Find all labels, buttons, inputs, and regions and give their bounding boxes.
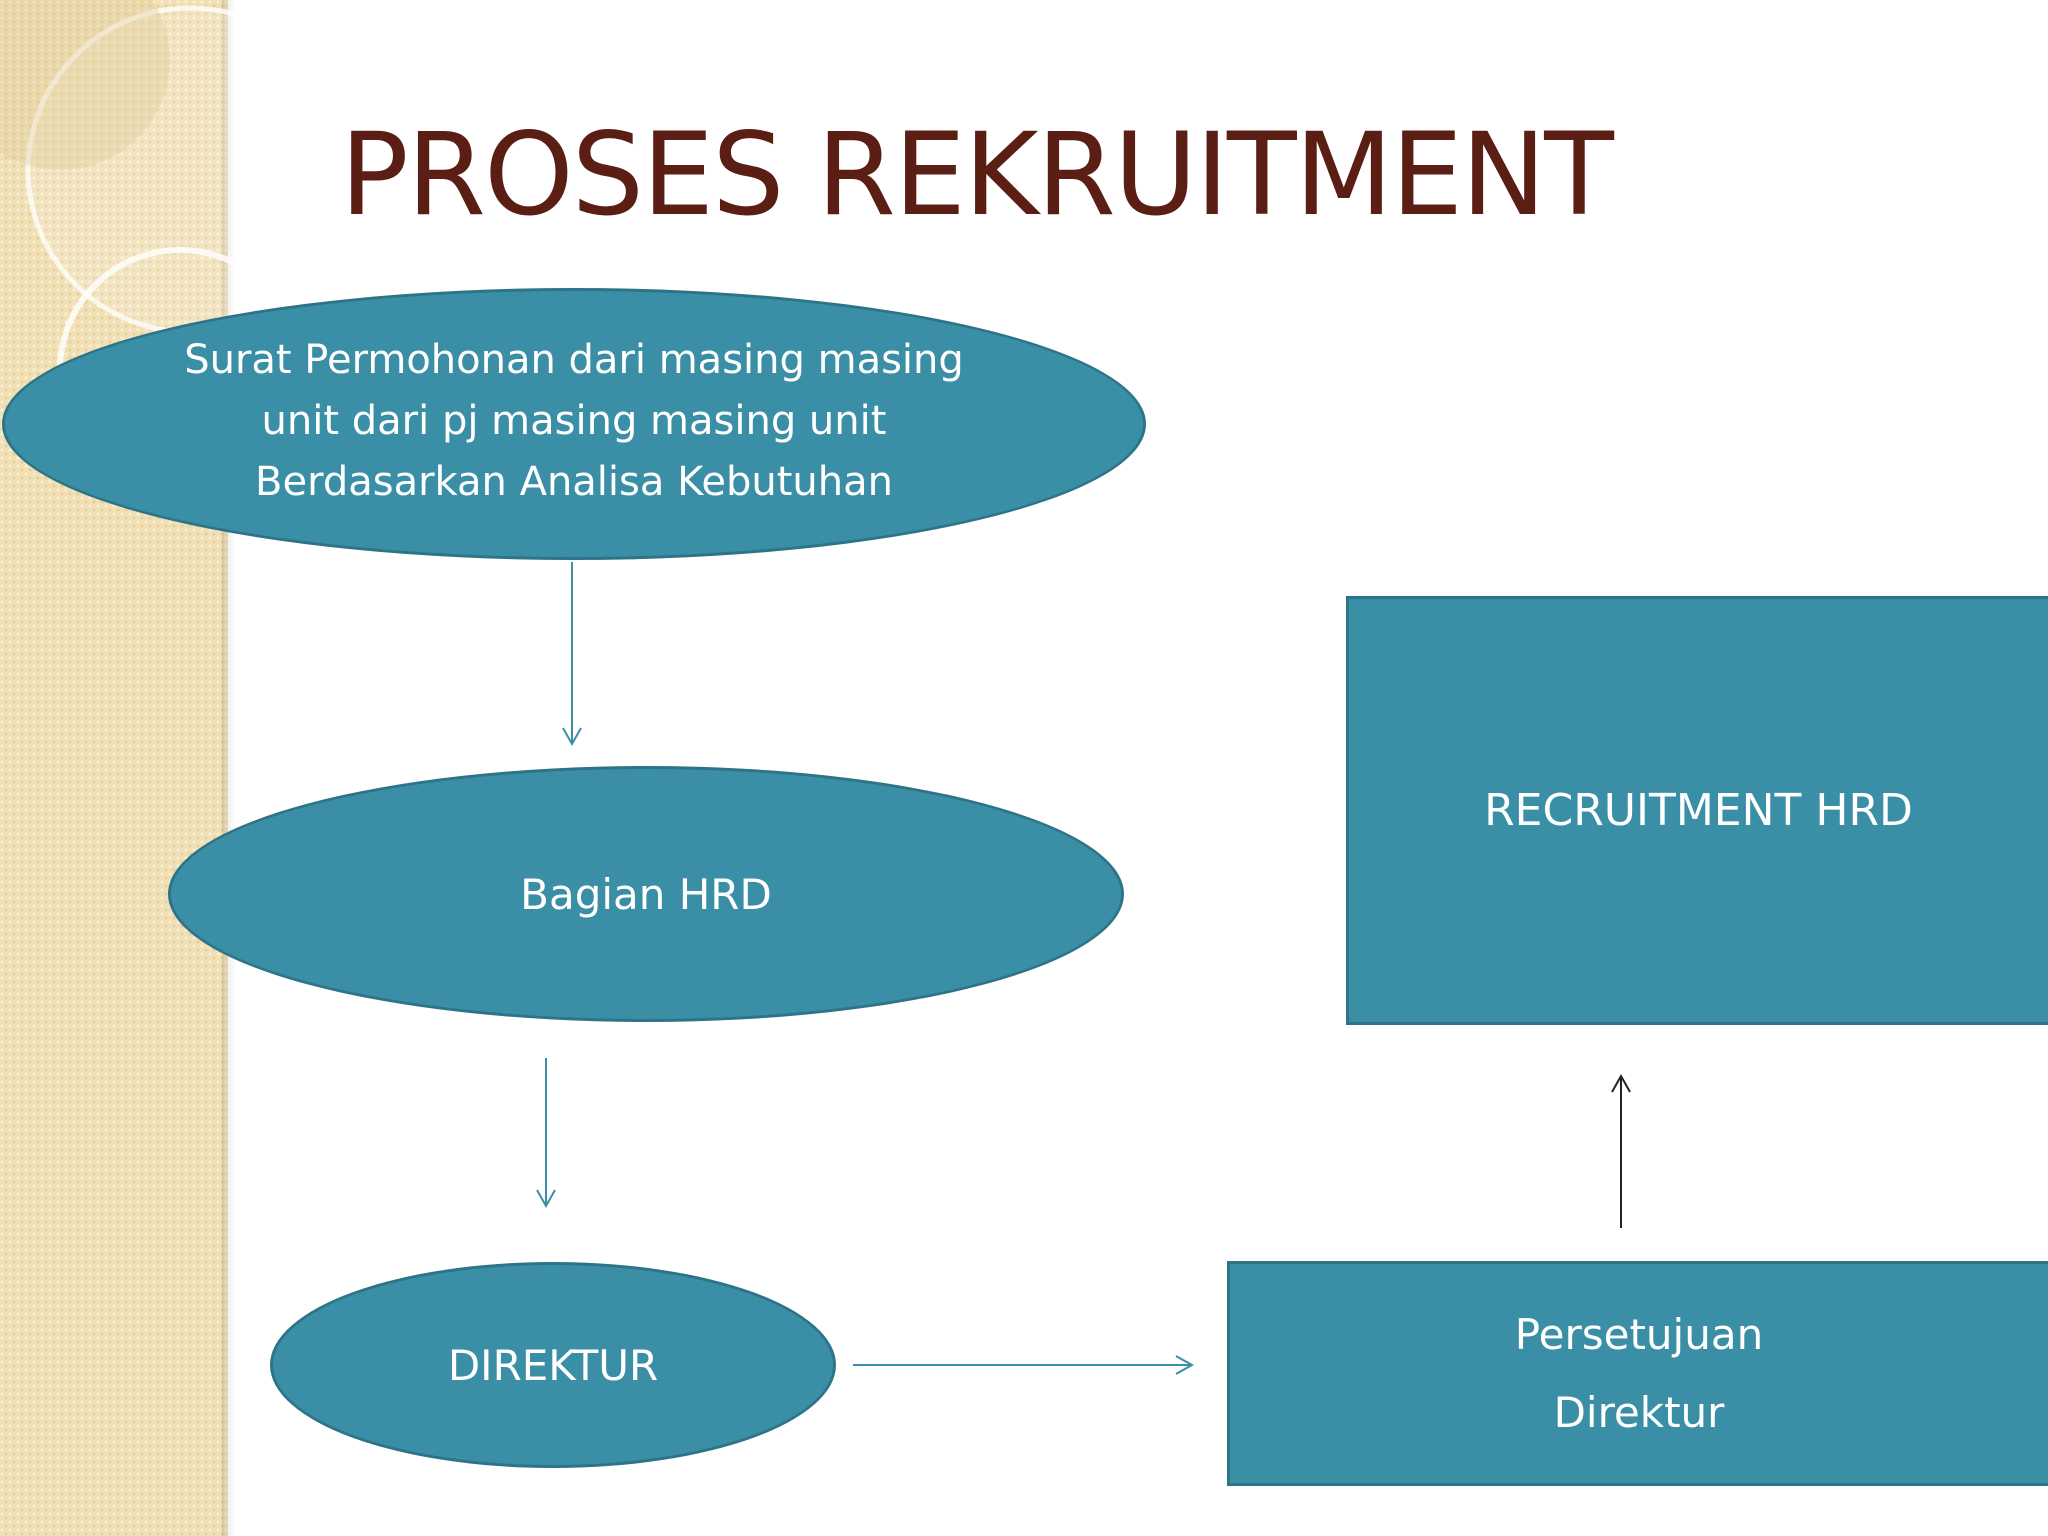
node-direktur-label: DIREKTUR (447, 1340, 659, 1390)
connector-surat-to-bagian (562, 562, 582, 747)
node-persetujuan-direktur-label: Persetujuan Direktur (1514, 1309, 1764, 1437)
node-bagian-hrd: Bagian HRD (168, 766, 1124, 1022)
node-recruitment-hrd: RECRUITMENT HRD (1346, 596, 2048, 1025)
node-direktur: DIREKTUR (270, 1262, 836, 1468)
node-surat-permohonan-label: Surat Permohonan dari masing masing unit… (184, 336, 964, 505)
decorative-side-panel (0, 0, 228, 1536)
decorative-disc (0, 0, 170, 170)
node-bagian-hrd-label: Bagian HRD (520, 869, 772, 919)
connector-persetujuan-to-recruitment (1611, 1073, 1631, 1228)
connector-bagian-to-direktur (536, 1058, 556, 1209)
slide-title: PROSES REKRUITMENT (340, 108, 1614, 241)
node-recruitment-hrd-label: RECRUITMENT HRD (1484, 785, 1913, 836)
node-persetujuan-direktur: Persetujuan Direktur (1227, 1261, 2048, 1486)
connector-direktur-to-persetujuan (853, 1355, 1195, 1375)
node-surat-permohonan: Surat Permohonan dari masing masing unit… (2, 288, 1146, 560)
